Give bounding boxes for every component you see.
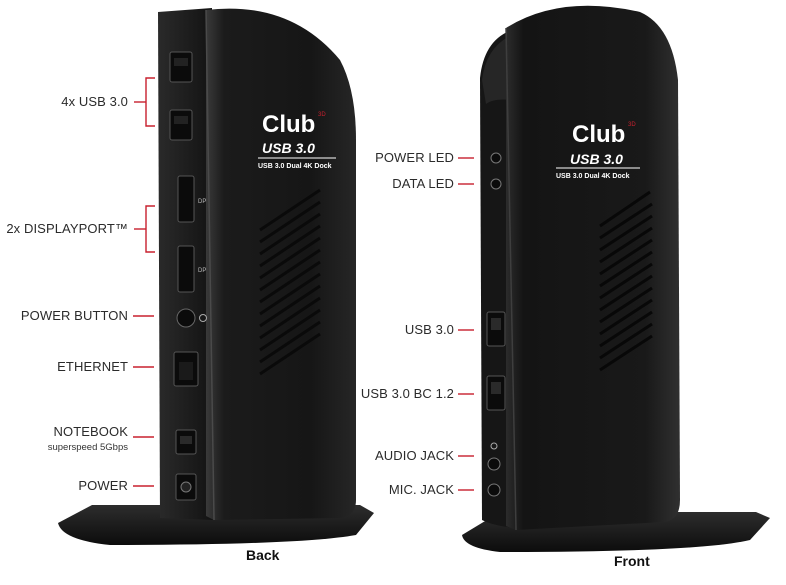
audio-jacks xyxy=(487,442,501,497)
front-leds xyxy=(490,152,502,190)
logo-superscript: 3D xyxy=(318,112,326,118)
label-usb-back: 4x USB 3.0 xyxy=(61,94,128,109)
label-displayport: 2x DISPLAYPORT™ xyxy=(6,221,128,236)
vent-grille-back xyxy=(259,188,321,376)
usb-ports-back xyxy=(169,51,193,141)
label-usb-bc: USB 3.0 BC 1.2 xyxy=(360,386,454,401)
dock-back-view: DP DP xyxy=(58,8,374,545)
dp-mark-2: DP xyxy=(198,268,206,274)
power-button xyxy=(176,308,207,328)
leader-lines xyxy=(133,77,474,491)
label-power: POWER xyxy=(78,478,128,493)
vent-grille-front xyxy=(599,190,653,372)
label-ethernet: ETHERNET xyxy=(57,359,128,374)
club3d-logo-front: Club 3D USB 3.0 USB 3.0 Dual 4K Dock xyxy=(556,121,640,180)
label-notebook: NOTEBOOK xyxy=(53,424,128,439)
model-text-front: USB 3.0 xyxy=(570,151,623,167)
label-mic-jack: MIC. JACK xyxy=(388,482,454,497)
label-usb-front: USB 3.0 xyxy=(404,322,454,337)
dock-front-view: Club 3D USB 3.0 USB 3.0 Dual 4K Dock xyxy=(462,5,770,552)
caption-front: Front xyxy=(614,553,650,569)
logo-superscript-front: 3D xyxy=(628,122,636,128)
label-power-led: POWER LED xyxy=(375,150,454,165)
dp-mark-1: DP xyxy=(198,199,206,205)
label-notebook-sub: superspeed 5Gbps xyxy=(47,442,128,453)
notebook-port xyxy=(175,429,197,455)
ethernet-port xyxy=(173,351,199,387)
logo-text: Club xyxy=(262,111,315,138)
label-power-button: POWER BUTTON xyxy=(20,308,128,323)
club3d-logo-back: Club 3D USB 3.0 USB 3.0 Dual 4K Dock xyxy=(258,111,336,170)
label-audio-jack: AUDIO JACK xyxy=(374,448,454,463)
model-subtitle: USB 3.0 Dual 4K Dock xyxy=(258,163,332,170)
caption-back: Back xyxy=(246,547,280,563)
usb-port-front xyxy=(486,311,506,347)
model-text: USB 3.0 xyxy=(262,140,315,156)
logo-text-front: Club xyxy=(572,121,625,148)
displayport-ports: DP DP xyxy=(177,175,206,293)
usb-bc-port-front xyxy=(486,375,506,411)
model-subtitle-front: USB 3.0 Dual 4K Dock xyxy=(556,173,630,180)
power-jack xyxy=(175,473,197,501)
label-data-led: DATA LED xyxy=(392,176,454,191)
